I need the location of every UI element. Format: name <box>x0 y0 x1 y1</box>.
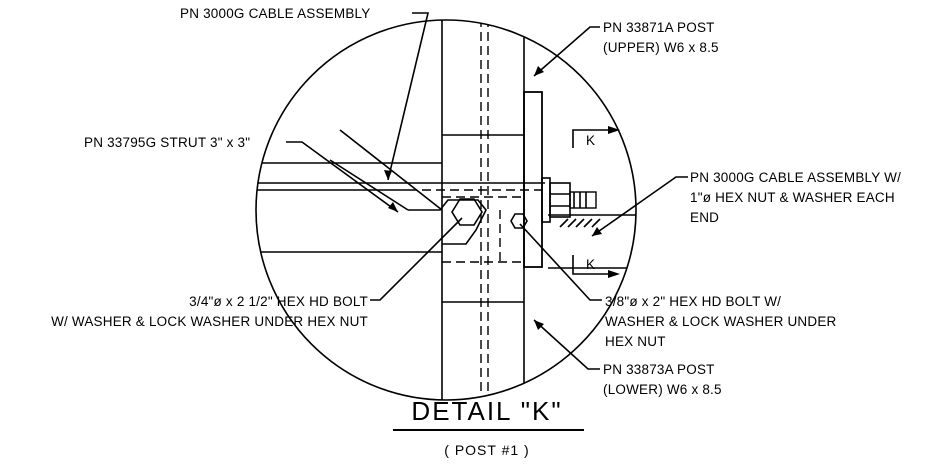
section-marker-upper-label: K <box>586 133 595 148</box>
callout-bolt-right-3: HEX NUT <box>605 334 666 349</box>
leader-post-lower <box>533 319 600 370</box>
detail-subtitle: ( POST #1 ) <box>444 442 529 458</box>
leader-strut <box>286 141 399 213</box>
callout-cable-assembly-top: PN 3000G CABLE ASSEMBLY <box>180 6 370 21</box>
callout-post-upper-2: (UPPER) W6 x 8.5 <box>603 40 719 55</box>
callout-post-upper-1: PN 33871A POST <box>603 20 715 35</box>
leader-bolt-right <box>519 223 602 301</box>
base-plate <box>523 91 543 268</box>
detail-geometry <box>256 20 636 400</box>
callout-cable-nut-2: 1"ø HEX NUT & WASHER EACH <box>690 190 895 205</box>
large-hex-bolt-icon <box>451 198 483 226</box>
callout-bolt-right-2: WASHER & LOCK WASHER UNDER <box>605 314 837 329</box>
leader-post-upper <box>533 26 600 77</box>
section-marker-lower-label: K <box>586 257 595 272</box>
callout-strut: PN 33795G STRUT 3" x 3" <box>84 135 250 150</box>
detail-title: DETAIL "K" <box>411 396 562 426</box>
callout-cable-nut-3: END <box>690 210 719 225</box>
callout-post-lower-2: (LOWER) W6 x 8.5 <box>603 382 722 397</box>
section-marker-upper: K <box>572 126 620 148</box>
strut-toe <box>408 199 487 245</box>
callout-bolt-left-1: 3/4"ø x 2 1/2" HEX HD BOLT <box>189 294 368 309</box>
callout-post-lower-1: PN 33873A POST <box>603 362 715 377</box>
leader-cable-nut <box>591 176 688 237</box>
small-hex-bolt-icon <box>510 213 528 229</box>
section-marker-lower: K <box>572 255 620 278</box>
ground-hatch <box>559 218 601 228</box>
callout-bolt-right-1: 3/8"ø x 2" HEX HD BOLT W/ <box>605 294 781 309</box>
callout-cable-nut-1: PN 3000G CABLE ASSEMBLY W/ <box>690 170 901 185</box>
strut-edge-lower <box>329 159 409 211</box>
leader-bolt-left <box>370 217 463 301</box>
leader-cable-top <box>387 12 430 181</box>
cable-hex-nut-icon <box>541 177 597 223</box>
detail-circle <box>255 19 637 401</box>
callout-bolt-left-2: W/ WASHER & LOCK WASHER UNDER HEX NUT <box>51 314 368 329</box>
